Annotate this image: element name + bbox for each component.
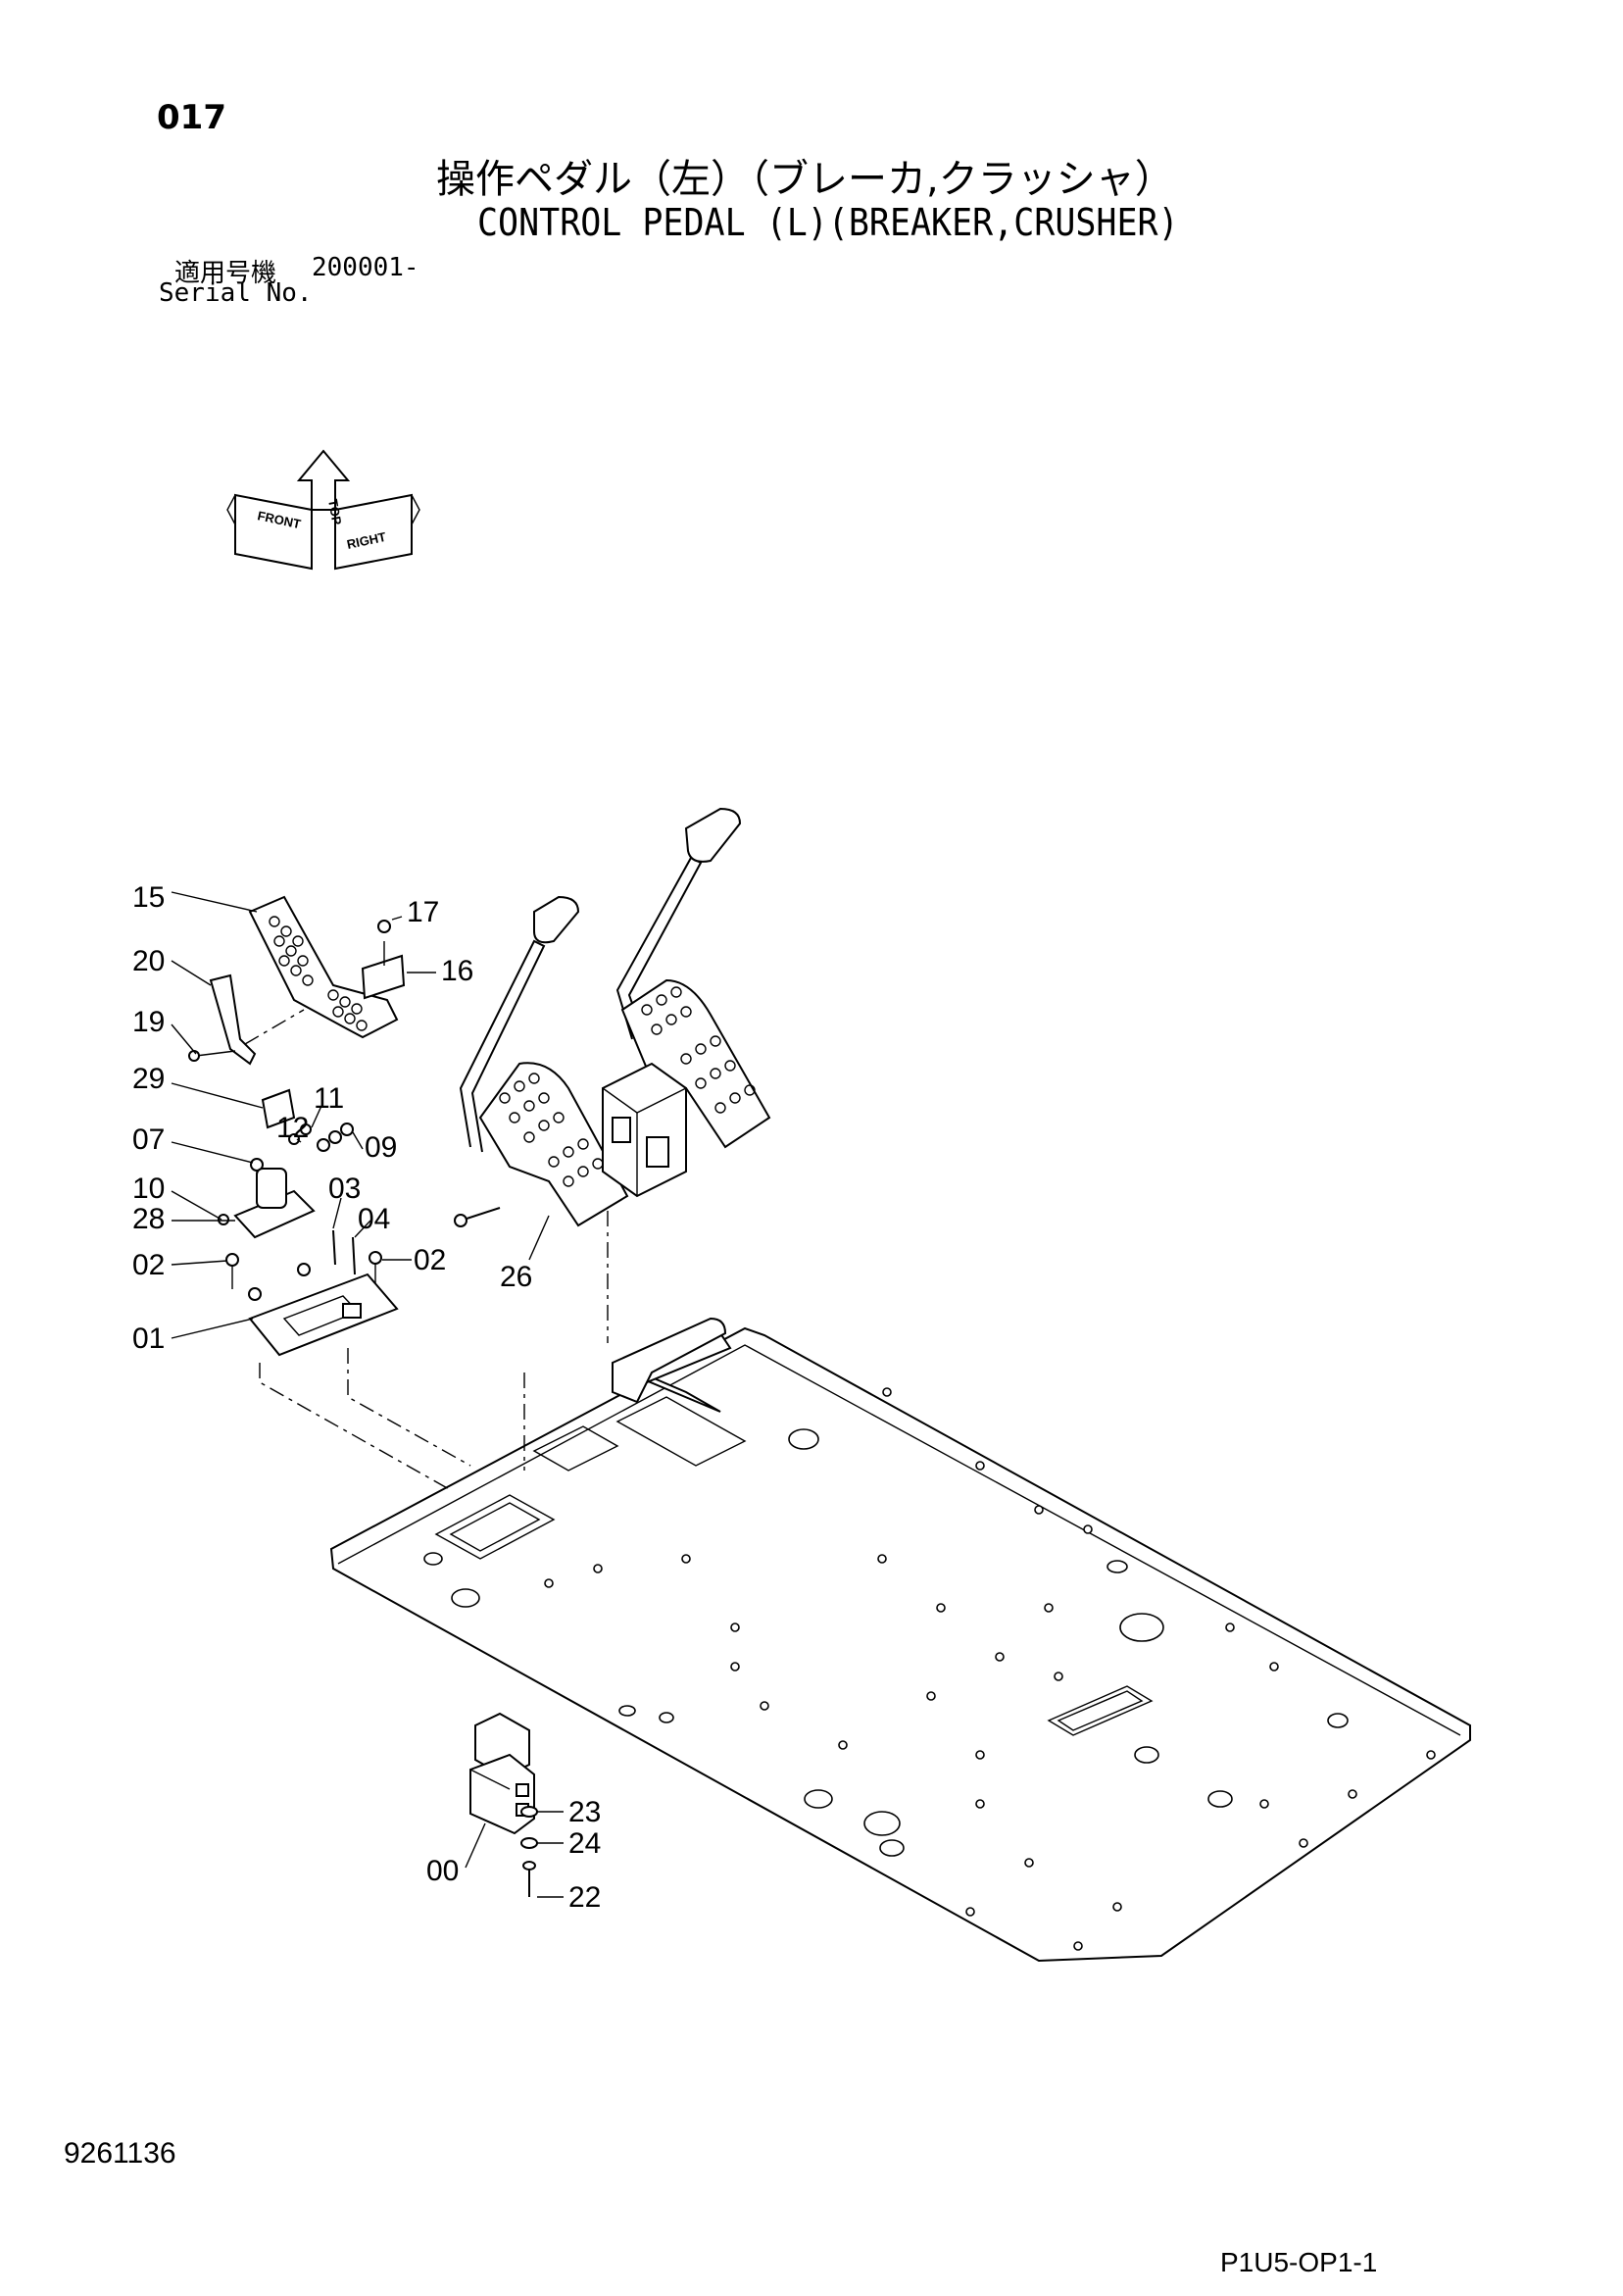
document-number: 9261136 (64, 2137, 176, 2170)
orientation-icon: TOP FRONT RIGHT (226, 449, 420, 571)
callout-16: 16 (441, 955, 473, 987)
callout-15: 15 (132, 881, 165, 914)
pedal-valve-assembly (454, 807, 771, 1227)
lower-block-assembly (465, 1712, 538, 1897)
callout-20: 20 (132, 945, 165, 977)
serial-number: 200001- (312, 253, 419, 282)
page-number: 017 (157, 98, 226, 137)
callout-19: 19 (132, 1006, 165, 1038)
callout-23: 23 (568, 1796, 601, 1828)
callout-12: 12 (276, 1112, 309, 1144)
callout-22: 22 (568, 1881, 601, 1914)
callout-03: 03 (328, 1173, 361, 1205)
callout-01: 01 (132, 1323, 165, 1355)
callout-24: 24 (568, 1827, 601, 1860)
callout-02-right: 02 (414, 1244, 446, 1276)
document-code: P1U5-OP1-1 (1220, 2247, 1378, 2277)
leader-lines (171, 891, 564, 1898)
callout-26: 26 (500, 1261, 532, 1293)
callout-07: 07 (132, 1123, 165, 1156)
floor-plate (329, 1317, 1471, 1963)
title-japanese: 操作ペダル（左）（ブレーカ,クラッシャ） (436, 157, 1174, 202)
serial-label-japanese: 適用号機 (174, 259, 277, 288)
callout-02-left: 02 (132, 1249, 165, 1281)
callout-28: 28 (132, 1203, 165, 1235)
callout-04: 04 (358, 1203, 390, 1235)
title-english: CONTROL PEDAL (L)(BREAKER,CRUSHER) (477, 201, 1179, 244)
serial-label-english: Serial No. (159, 278, 313, 308)
callouts: 15 17 16 20 19 29 11 07 12 09 03 10 04 2… (132, 881, 601, 1914)
callout-10: 10 (132, 1173, 165, 1205)
callout-00: 00 (426, 1855, 459, 1887)
callout-17: 17 (407, 896, 439, 928)
orientation-top-label: TOP (325, 498, 344, 526)
callout-29: 29 (132, 1063, 165, 1095)
callout-11: 11 (314, 1082, 344, 1115)
callout-09: 09 (365, 1131, 397, 1164)
left-pedal-assembly (188, 895, 609, 1491)
